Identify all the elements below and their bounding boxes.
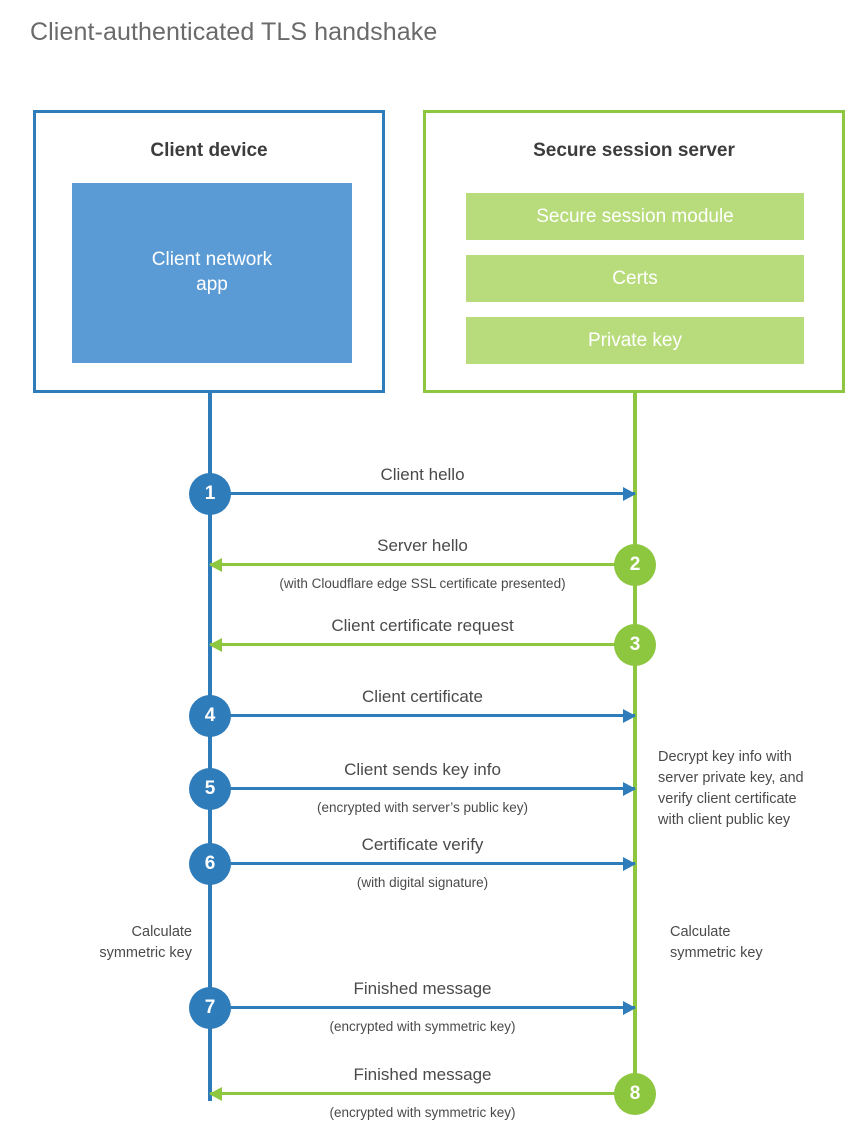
message-arrow-5 bbox=[210, 781, 636, 796]
note-client-calculate-symmetric-key: Calculate symmetric key bbox=[99, 924, 192, 962]
step-badge-4: 4 bbox=[189, 695, 231, 737]
step-badge-7: 7 bbox=[189, 987, 231, 1029]
client-network-app-block: Client network app bbox=[72, 183, 352, 363]
message-arrow-7 bbox=[210, 1000, 636, 1015]
message-label-2: Server hello bbox=[377, 536, 468, 555]
client-device-box: Client device Client network app bbox=[33, 110, 385, 393]
message-sublabel-2: (with Cloudflare edge SSL certificate pr… bbox=[279, 576, 566, 591]
message-sublabel-7: (encrypted with symmetric key) bbox=[329, 1019, 516, 1034]
message-label-8: Finished message bbox=[353, 1065, 492, 1084]
arrowhead-icon bbox=[209, 557, 222, 572]
message-label-1: Client hello bbox=[380, 465, 465, 484]
server-component-private-key: Private key bbox=[466, 317, 804, 364]
message-arrow-2 bbox=[209, 557, 635, 572]
message-label-5: Client sends key info bbox=[344, 760, 501, 779]
arrowhead-icon bbox=[209, 637, 222, 652]
message-arrow-1 bbox=[210, 486, 636, 501]
server-component-secure-session-module: Secure session module bbox=[466, 193, 804, 240]
message-label-3: Client certificate request bbox=[331, 616, 514, 635]
server-component-certs: Certs bbox=[466, 255, 804, 302]
arrowhead-icon bbox=[623, 486, 636, 501]
note-server-decrypt-key-info: Decrypt key info with server private key… bbox=[658, 749, 804, 829]
message-sublabel-8: (encrypted with symmetric key) bbox=[329, 1105, 516, 1120]
page-title: Client-authenticated TLS handshake bbox=[30, 18, 438, 46]
message-arrow-4 bbox=[210, 708, 636, 723]
step-badge-3: 3 bbox=[614, 624, 656, 666]
message-sublabel-6: (with digital signature) bbox=[356, 875, 489, 890]
message-sublabel-5: (encrypted with server’s public key) bbox=[316, 800, 529, 815]
note-server-calculate-symmetric-key: Calculate symmetric key bbox=[670, 924, 763, 962]
client-device-title: Client device bbox=[150, 140, 268, 161]
arrowhead-icon bbox=[623, 1000, 636, 1015]
step-badge-6: 6 bbox=[189, 843, 231, 885]
step-badge-1: 1 bbox=[189, 473, 231, 515]
step-badge-2: 2 bbox=[614, 544, 656, 586]
client-lifeline bbox=[208, 393, 212, 1101]
step-badge-5: 5 bbox=[189, 768, 231, 810]
message-arrow-3 bbox=[209, 637, 635, 652]
arrowhead-icon bbox=[623, 708, 636, 723]
arrowhead-icon bbox=[623, 781, 636, 796]
message-label-6: Certificate verify bbox=[361, 835, 484, 854]
message-label-4: Client certificate bbox=[362, 687, 483, 706]
secure-session-server-title: Secure session server bbox=[533, 140, 735, 161]
server-lifeline bbox=[633, 393, 637, 1093]
secure-session-server-box: Secure session server Secure session mod… bbox=[423, 110, 845, 393]
arrowhead-icon bbox=[623, 856, 636, 871]
arrowhead-icon bbox=[209, 1086, 222, 1101]
message-label-7: Finished message bbox=[353, 979, 492, 998]
message-arrow-8 bbox=[209, 1086, 635, 1101]
message-arrow-6 bbox=[210, 856, 636, 871]
step-badge-8: 8 bbox=[614, 1073, 656, 1115]
